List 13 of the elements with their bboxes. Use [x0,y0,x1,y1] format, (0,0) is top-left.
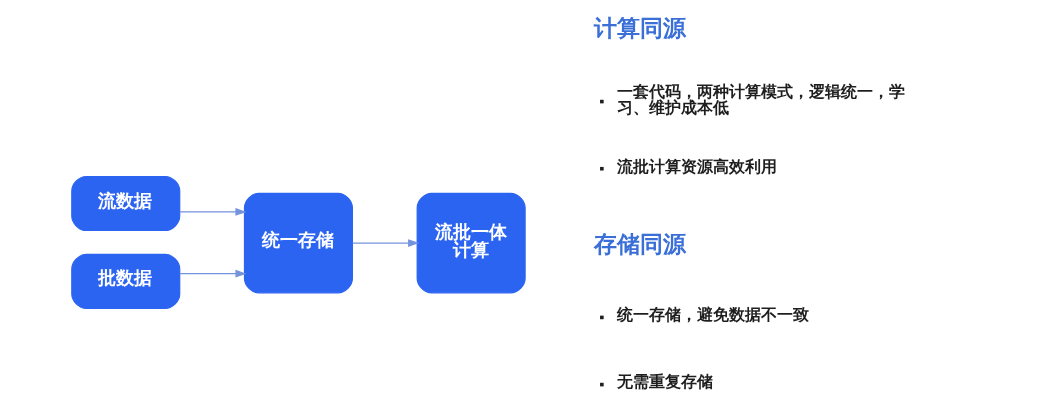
arrow [351,239,420,247]
node-box: 统一存储 [243,192,354,294]
arrow [179,269,247,278]
label: 计算同源 [594,14,687,41]
node-box: 批数据 [71,253,181,310]
label: 统一存储，避免数据不一致 [616,306,809,325]
label: 一套代码，两种计算模式，逻辑统一，学习、维护成本低 [616,83,905,117]
node-box: 流批一体计算 [416,192,526,294]
label: 存储同源 [594,230,687,257]
label: 流批计算资源高效利用 [616,157,777,176]
node-box: 流数据 [71,175,181,232]
arrow [179,208,247,216]
label: 无需重复存储 [616,373,713,392]
